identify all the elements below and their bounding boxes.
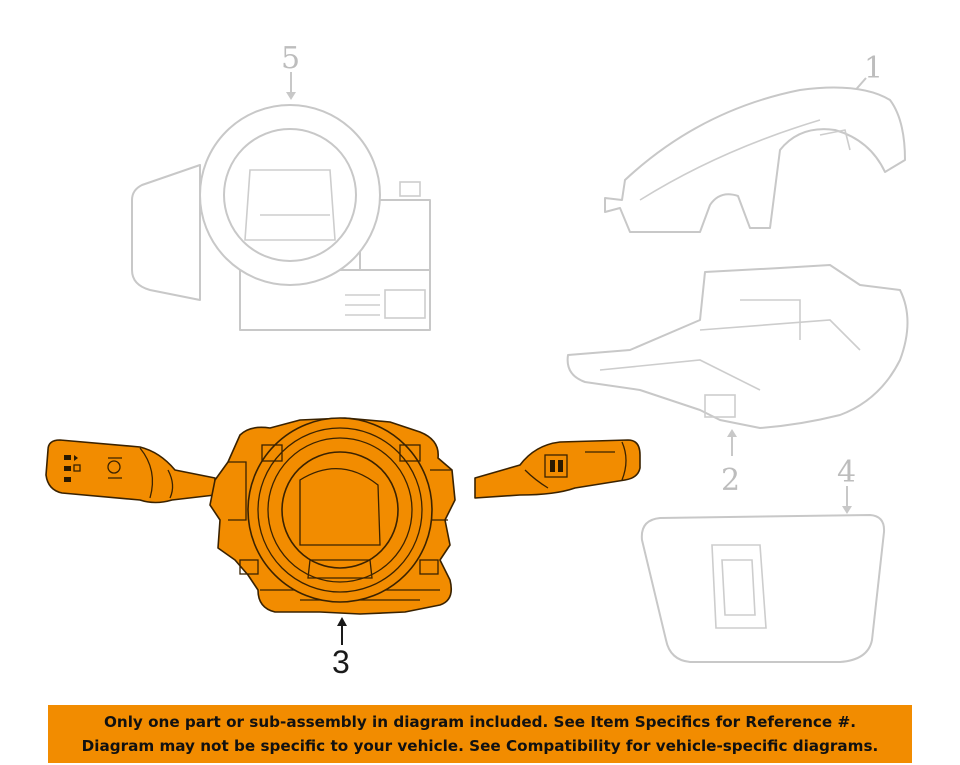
right-stalk bbox=[474, 439, 641, 499]
disclaimer-line-2: Diagram may not be specific to your vehi… bbox=[81, 737, 879, 755]
parts-diagram: 5 1 2 4 bbox=[45, 41, 909, 680]
callout-2-arrowhead bbox=[727, 429, 737, 437]
disclaimer-line-1: Only one part or sub-assembly in diagram… bbox=[103, 713, 857, 731]
callout-5-arrowhead bbox=[286, 92, 296, 100]
callout-3-arrowhead bbox=[337, 617, 347, 626]
callout-4-arrowhead bbox=[842, 506, 852, 514]
part-1-upper-cover: 1 bbox=[604, 51, 906, 233]
disclaimer-banner: Only one part or sub-assembly in diagram… bbox=[48, 705, 912, 763]
callout-2-label: 2 bbox=[721, 463, 740, 498]
part-2-lower-cover: 2 bbox=[566, 264, 909, 498]
callout-4-label: 4 bbox=[837, 455, 856, 490]
left-stalk bbox=[45, 439, 216, 504]
part-5-ring-assembly: 5 bbox=[131, 41, 431, 331]
callout-1-label: 1 bbox=[864, 51, 883, 86]
callout-3-label: 3 bbox=[332, 644, 350, 680]
part-3-column-switch: 3 bbox=[45, 417, 641, 680]
part-4-trim-panel: 4 bbox=[640, 455, 886, 663]
callout-5-label: 5 bbox=[281, 41, 300, 76]
